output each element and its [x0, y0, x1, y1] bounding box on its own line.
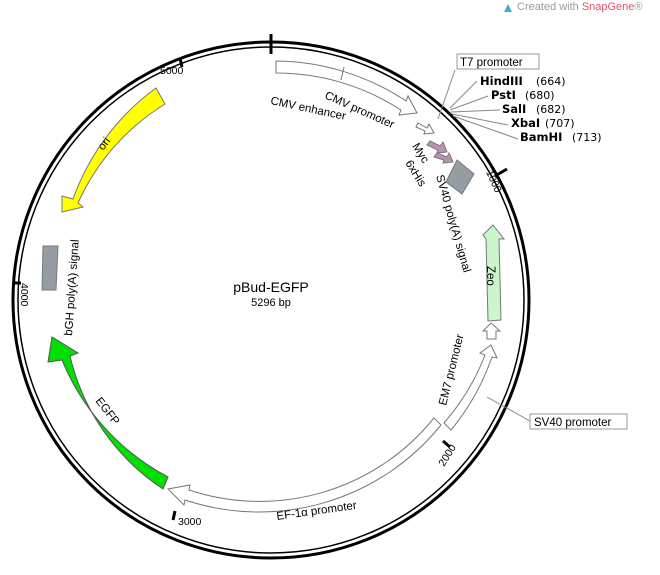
em7-marker [481, 322, 502, 340]
site-psti-pos: (680) [525, 89, 555, 102]
tick-1000 [494, 167, 508, 178]
tick-label-4000: 4000 [18, 283, 30, 307]
myc-tag [426, 140, 448, 154]
egfp-arrow [47, 336, 169, 490]
site-sali-pos: (682) [536, 103, 566, 116]
tick-label-2000: 2000 [436, 442, 459, 468]
ori-arrow [61, 87, 166, 213]
tick-label-3000: 3000 [178, 516, 202, 528]
cmv-divider [340, 66, 345, 81]
watermark-brand: SnapGene [581, 1, 635, 13]
leader-sali [450, 109, 501, 113]
tick-2000 [442, 439, 451, 449]
leader-psti [449, 95, 489, 111]
bgh-polya-block [41, 245, 59, 291]
leader-hindiii [449, 80, 478, 109]
t7-label-box [456, 53, 540, 70]
egfp-label: EGFP [93, 395, 122, 427]
zeo-arrow [482, 224, 506, 322]
snapgene-logo-icon [504, 4, 512, 12]
tick-label-5000: 5000 [160, 65, 184, 77]
tick-5000 [178, 57, 184, 68]
plasmid-length: 5296 bp [251, 297, 291, 309]
site-hindiii-pos: (664) [536, 75, 566, 88]
sv40-promoter-arrow [443, 344, 498, 431]
t7-small-arrow [415, 122, 435, 135]
site-hindiii-name: HindIII [480, 74, 523, 88]
sv40-promoter-label-box [529, 413, 628, 430]
site-xbai-pos: (707) [545, 117, 575, 130]
cmv-promoter-arrow [275, 60, 418, 116]
tick-3000 [171, 510, 177, 521]
tick-marks [13, 57, 508, 521]
sv40-polya-label: SV40 poly(A) signal [433, 174, 472, 274]
sv40-promoter-label: SV40 promoter [534, 417, 612, 429]
zeo-label: Zeo [484, 266, 496, 286]
em7-label: EM7 promoter [437, 333, 466, 407]
t7-label: T7 promoter [460, 57, 523, 69]
sv40-promoter-leader [486, 396, 531, 422]
leader-xbai [451, 113, 509, 126]
site-psti-name: PstI [491, 88, 516, 102]
site-bamhi-pos: (713) [572, 131, 602, 144]
snapgene-watermark: Created with SnapGene® [504, 1, 643, 13]
watermark-prefix: Created with [517, 1, 582, 13]
plasmid-name: pBud-EGFP [233, 279, 308, 295]
site-bamhi-name: BamHI [520, 130, 562, 144]
watermark-suffix: ® [634, 1, 643, 13]
t7-leader [437, 69, 456, 120]
ef1a-promoter-arrow [166, 417, 442, 513]
sv40-polya-block [445, 159, 475, 195]
leader-bamhi [452, 115, 519, 140]
bgh-polya-label: bGH poly(A) signal [63, 239, 82, 336]
site-sali-name: SalI [502, 102, 526, 116]
his-tag [433, 151, 454, 164]
site-leaders [449, 80, 519, 140]
site-xbai-name: XbaI [511, 116, 540, 130]
